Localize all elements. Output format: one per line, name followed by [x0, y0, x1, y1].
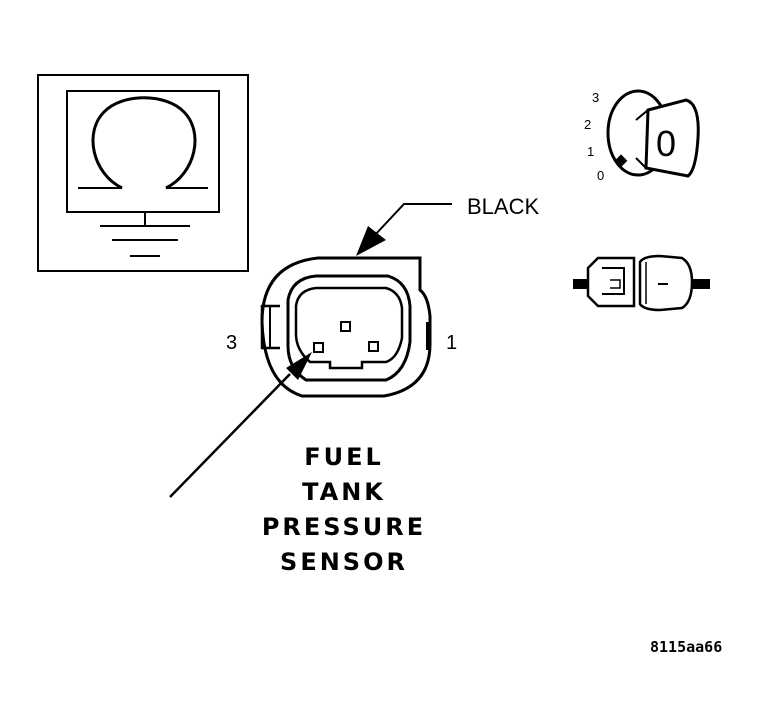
- black-callout-leader: [356, 203, 452, 256]
- disconnected-connector-icon: [573, 254, 710, 312]
- ignition-position-2: 2: [584, 117, 591, 132]
- ignition-key-icon: 3 2 1 0 0: [584, 89, 700, 183]
- terminal-cavity: [294, 286, 404, 370]
- sensor-name-line-2: TANK: [302, 478, 386, 506]
- sensor-name-line-4: SENSOR: [280, 548, 408, 576]
- pin-label-right: 1: [446, 332, 457, 354]
- ohmmeter-icon: [37, 74, 249, 272]
- sensor-name-line-1: FUEL: [304, 443, 384, 471]
- pin-label-left: 3: [226, 332, 237, 354]
- sensor-name-block: FUEL TANK PRESSURE SENSOR: [262, 443, 426, 576]
- ignition-key-body: [644, 98, 700, 178]
- pin-3: [313, 342, 324, 353]
- ignition-position-1: 1: [587, 144, 594, 159]
- connector-housing: [260, 256, 432, 398]
- sensor-name-line-3: PRESSURE: [262, 513, 426, 541]
- ignition-position-3: 3: [592, 90, 599, 105]
- ignition-position-0: 0: [597, 168, 604, 183]
- ignition-key-mark: 0: [656, 123, 676, 164]
- figure-code: 8115aa66: [650, 638, 722, 656]
- pin-2: [340, 321, 351, 332]
- connector-color-label: BLACK: [467, 194, 539, 219]
- pin-1: [368, 341, 379, 352]
- probe-lead: [169, 352, 312, 498]
